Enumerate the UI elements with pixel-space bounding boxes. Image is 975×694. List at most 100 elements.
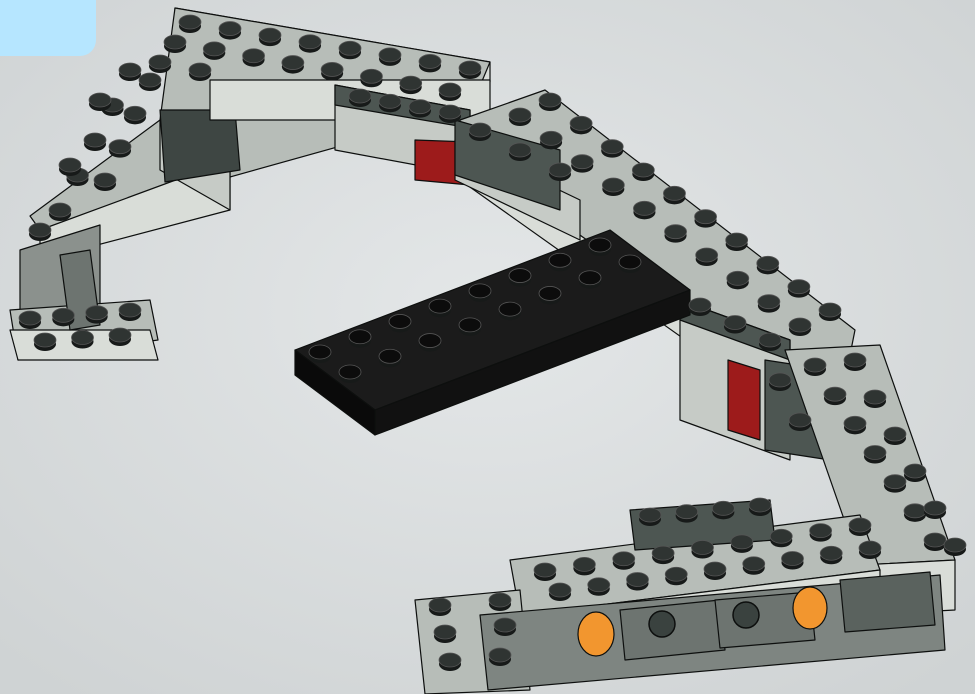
stud — [743, 557, 765, 571]
stud — [119, 63, 141, 77]
stud — [379, 349, 401, 363]
stud — [692, 541, 714, 555]
stud — [652, 546, 674, 560]
stud — [189, 63, 211, 77]
stud — [759, 333, 781, 347]
stud — [849, 518, 871, 532]
stud — [859, 541, 881, 555]
stud — [219, 22, 241, 36]
stud — [534, 563, 556, 577]
stud — [539, 286, 561, 300]
stud — [109, 140, 131, 154]
stud — [570, 116, 592, 130]
stud — [726, 233, 748, 247]
stud — [489, 593, 511, 607]
stud — [179, 15, 201, 29]
stud — [804, 358, 826, 372]
stud — [459, 61, 481, 75]
stud — [727, 271, 749, 285]
stud — [789, 318, 811, 332]
stud — [824, 387, 846, 401]
stud — [769, 373, 791, 387]
step-number-badge — [0, 0, 96, 56]
stud — [52, 308, 74, 322]
stud — [243, 49, 265, 63]
stud — [59, 158, 81, 172]
stud — [409, 100, 431, 114]
stud — [539, 93, 561, 107]
stud — [944, 538, 966, 552]
stud — [619, 255, 641, 269]
stud — [788, 280, 810, 294]
stud — [139, 73, 161, 87]
stud — [124, 106, 146, 120]
stud — [84, 133, 106, 147]
stud — [731, 535, 753, 549]
stud — [164, 35, 186, 49]
stud — [86, 306, 108, 320]
stud — [588, 578, 610, 592]
stud — [884, 427, 906, 441]
stud — [321, 62, 343, 76]
stud — [665, 225, 687, 239]
stud — [810, 524, 832, 538]
stud — [540, 131, 562, 145]
stud — [339, 41, 361, 55]
stud — [789, 413, 811, 427]
stud — [904, 504, 926, 518]
stud — [924, 501, 946, 515]
stud — [844, 353, 866, 367]
stud — [29, 223, 51, 237]
stud — [864, 390, 886, 404]
stud — [549, 163, 571, 177]
stud — [509, 108, 531, 122]
stud — [459, 318, 481, 332]
stud — [439, 105, 461, 119]
stud — [434, 625, 456, 639]
stud — [429, 299, 451, 313]
stud — [282, 56, 304, 70]
stud — [602, 178, 624, 192]
stud — [770, 529, 792, 543]
stud — [627, 573, 649, 587]
stud — [19, 311, 41, 325]
stud — [665, 567, 687, 581]
stud — [49, 203, 71, 217]
stud — [494, 618, 516, 632]
stud — [844, 416, 866, 430]
stud — [549, 253, 571, 267]
stud — [749, 498, 771, 512]
stud — [349, 330, 371, 344]
stud — [758, 295, 780, 309]
stud — [689, 298, 711, 312]
stud — [633, 201, 655, 215]
stud — [663, 186, 685, 200]
stud — [549, 583, 571, 597]
stud — [724, 316, 746, 330]
stud — [757, 256, 779, 270]
stud — [509, 269, 531, 283]
stud — [613, 552, 635, 566]
stud — [904, 464, 926, 478]
stud — [89, 93, 111, 107]
stud — [360, 69, 382, 83]
stud — [299, 35, 321, 49]
stud — [695, 210, 717, 224]
stud — [573, 557, 595, 571]
stud — [782, 552, 804, 566]
stud — [439, 653, 461, 667]
stud — [389, 314, 411, 328]
stud — [72, 331, 94, 345]
stud — [419, 54, 441, 68]
stud — [884, 475, 906, 489]
stud — [864, 446, 886, 460]
stud — [400, 76, 422, 90]
stud — [579, 271, 601, 285]
stud — [489, 648, 511, 662]
stud — [379, 94, 401, 108]
stud — [469, 123, 491, 137]
stud — [704, 562, 726, 576]
stud — [676, 505, 698, 519]
